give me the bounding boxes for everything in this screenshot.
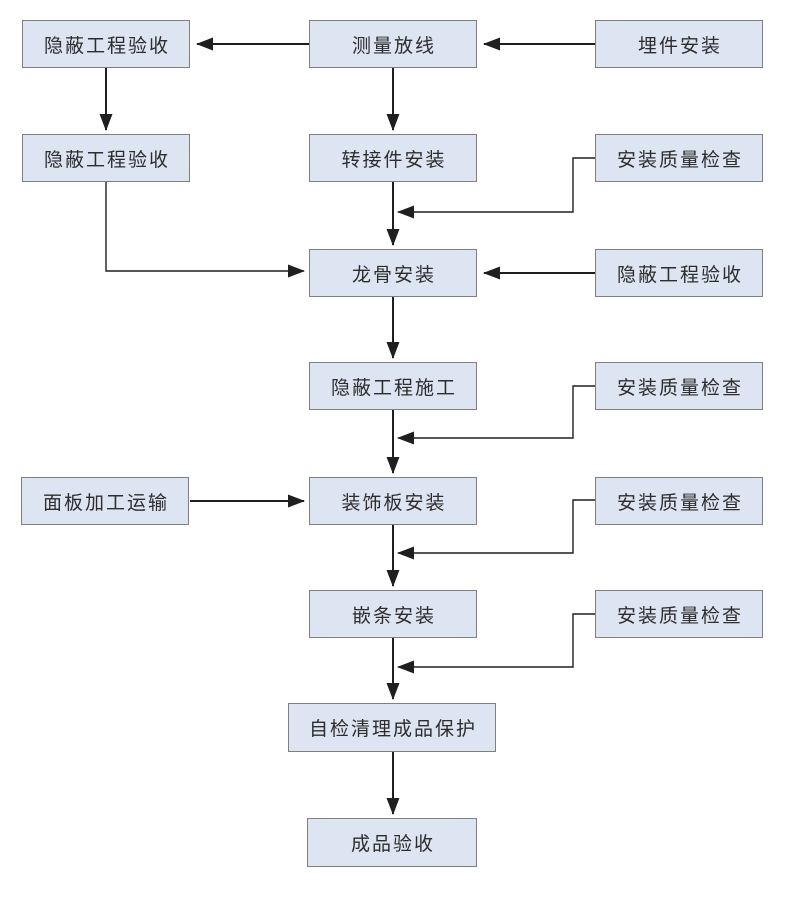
node-quality-check-3: 安装质量检查 xyxy=(595,477,763,525)
node-quality-check-2: 安装质量检查 xyxy=(595,362,763,410)
node-finished-product-acceptance: 成品验收 xyxy=(307,818,477,867)
node-survey-layout: 测量放线 xyxy=(309,20,477,68)
edge-hidden2-to-keel xyxy=(105,182,305,278)
node-quality-check-1: 安装质量检查 xyxy=(595,134,763,182)
node-quality-check-4: 安装质量检查 xyxy=(595,590,763,638)
node-keel-install: 龙骨安装 xyxy=(309,249,477,297)
node-hidden-acceptance-3: 隐蔽工程验收 xyxy=(595,249,763,297)
node-adapter-install: 转接件安装 xyxy=(309,134,477,182)
node-self-check-cleanup-protection: 自检清理成品保护 xyxy=(288,703,496,752)
node-hidden-acceptance-2: 隐蔽工程验收 xyxy=(22,134,190,182)
node-trim-strip-install: 嵌条安装 xyxy=(309,590,477,638)
node-hidden-acceptance-1: 隐蔽工程验收 xyxy=(22,20,190,68)
node-embed-parts-install: 埋件安装 xyxy=(595,20,763,68)
node-hidden-work-construction: 隐蔽工程施工 xyxy=(309,362,477,410)
node-decorative-panel-install: 装饰板安装 xyxy=(309,477,477,525)
node-panel-processing-transport: 面板加工运输 xyxy=(21,477,189,525)
